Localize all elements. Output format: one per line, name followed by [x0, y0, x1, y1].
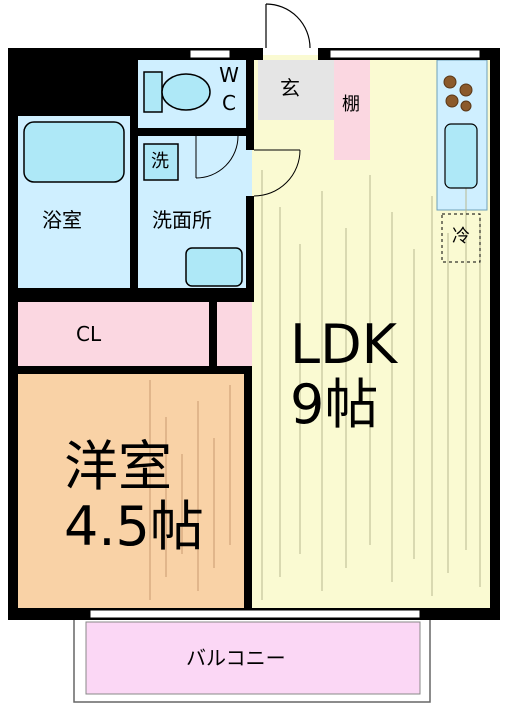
western-room-size: 4.5帖: [64, 495, 204, 558]
ldk-name: LDK: [290, 313, 398, 376]
balcony-area: [86, 622, 420, 694]
interior-doors: [195, 135, 301, 197]
shelf-label: 棚: [342, 94, 360, 115]
entrance-door: [265, 3, 311, 49]
washroom-label: 洗面所: [152, 208, 212, 232]
windows: [89, 49, 481, 619]
fridge-label: 冷: [452, 226, 470, 247]
bath-label: 浴室: [42, 208, 82, 232]
shelf-area: [334, 60, 370, 160]
ldk-size: 9帖: [290, 373, 379, 436]
balcony-label: バルコニー: [186, 646, 286, 670]
bathtub: [23, 121, 125, 183]
entrance-area: [258, 60, 334, 120]
ldk-floor-texture: [261, 170, 481, 600]
wc-label-w: W: [219, 63, 239, 87]
wc-label-c: C: [222, 91, 236, 115]
closet-area: [17, 302, 209, 370]
kitchen-sink: [444, 123, 478, 189]
stove-burners: [443, 75, 473, 112]
washer-pan: [143, 143, 179, 181]
western-room-name: 洋室: [64, 435, 172, 498]
fridge-space: [441, 213, 481, 263]
toilet: [143, 71, 211, 113]
closet-ldk-area: [217, 302, 252, 370]
closet-label: CL: [76, 322, 102, 346]
entrance-label: 玄: [280, 76, 300, 100]
washer-label: 洗: [151, 151, 169, 172]
wash-basin: [185, 247, 243, 287]
western-room-area: [17, 372, 249, 613]
balcony-inner-outline: [85, 621, 421, 695]
western-floor-texture: [149, 380, 231, 600]
